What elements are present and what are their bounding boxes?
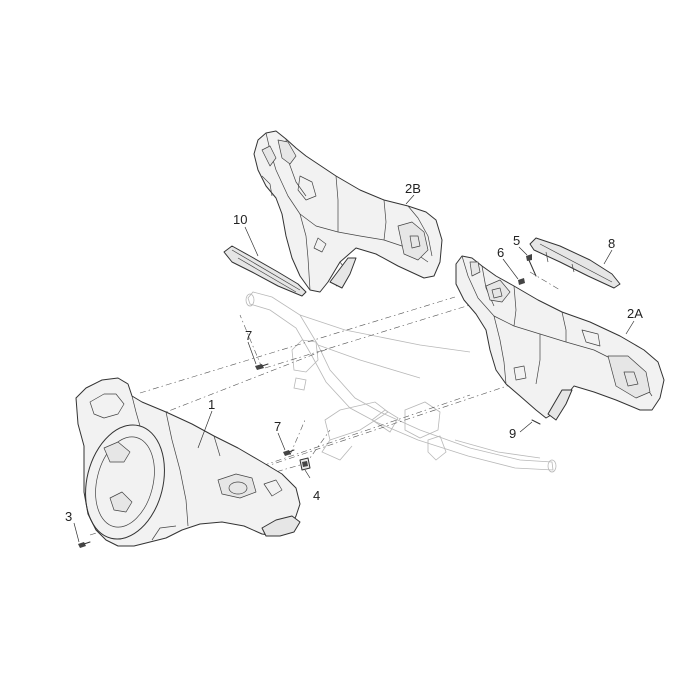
part-1-lower-cover — [75, 377, 301, 547]
clip-4 — [299, 457, 311, 471]
callout-10: 10 — [233, 212, 247, 227]
screw-7-lower — [283, 449, 295, 456]
screw-7-upper — [255, 363, 269, 370]
callout-9: 9 — [509, 426, 516, 441]
screw-5 — [526, 254, 537, 277]
callout-2b: 2B — [405, 181, 421, 196]
part-10-grille — [223, 245, 307, 297]
screw-9 — [531, 419, 541, 425]
callout-7-lower: 7 — [274, 419, 281, 434]
callout-7-upper: 7 — [245, 328, 252, 343]
callout-1: 1 — [208, 397, 215, 412]
handlebar-tube — [245, 291, 557, 473]
leader-lines — [73, 194, 635, 543]
part-2a-front-cover — [455, 255, 665, 421]
callout-8: 8 — [608, 236, 615, 251]
callout-6: 6 — [497, 245, 504, 260]
callout-labels: 1 2A 2B 3 4 5 6 7 7 8 9 10 — [65, 181, 643, 524]
clip-6 — [518, 278, 525, 285]
callout-3: 3 — [65, 509, 72, 524]
part-8-trim-strip — [529, 237, 621, 289]
part-2b-rear-cover — [253, 130, 443, 293]
callout-2a: 2A — [627, 306, 643, 321]
callout-4: 4 — [313, 488, 320, 503]
callout-5: 5 — [513, 233, 520, 248]
screw-3 — [78, 541, 91, 548]
